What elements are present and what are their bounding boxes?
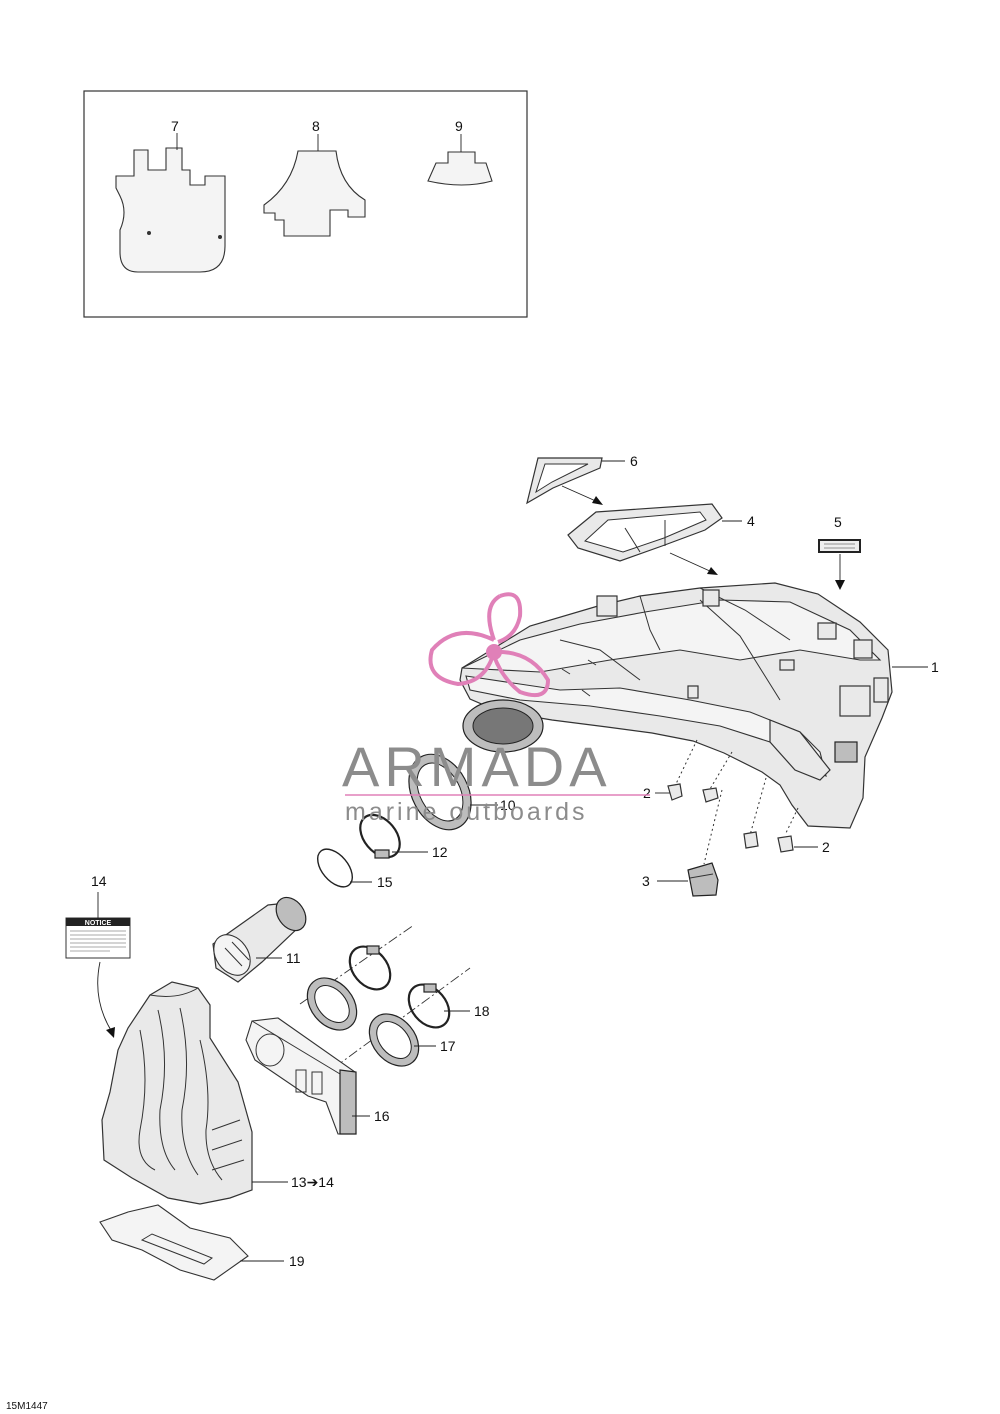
callout-11: 11 (286, 950, 301, 966)
callout-12: 12 (432, 844, 448, 860)
part-3-cap (657, 862, 719, 897)
callout-3: 3 (642, 873, 650, 889)
part-10-seal (408, 753, 498, 831)
callout-19: 19 (289, 1253, 305, 1269)
callout-9: 9 (455, 118, 463, 134)
callout-4: 4 (747, 513, 755, 529)
notice-label-title: NOTICE (85, 920, 112, 927)
callout-16: 16 (374, 1108, 390, 1124)
callout-10: 10 (500, 797, 516, 813)
callout-5: 5 (834, 514, 842, 530)
part-7-pad (115, 133, 226, 273)
callout-14: 14 (91, 873, 107, 889)
watermark-logo (428, 592, 551, 697)
part-16-plate (245, 1017, 370, 1135)
figure-ref: 15M1447 (6, 1401, 48, 1412)
guide-2c (749, 777, 767, 836)
part-12-clamp (359, 813, 428, 859)
watermark-brand: ARMADA (342, 735, 612, 798)
arrow-6-to-4 (561, 485, 603, 505)
part-19-pad (99, 1204, 284, 1281)
part-2-clip (655, 783, 818, 853)
part-18-clamp (348, 945, 470, 1029)
inset-box (83, 90, 528, 318)
callout-1: 1 (931, 659, 939, 675)
part-4-cover (567, 503, 742, 562)
part-17-boot (306, 977, 436, 1067)
part-9-pad (427, 134, 493, 186)
part-1-airbox (459, 582, 928, 829)
part-6-frame (526, 457, 625, 505)
watermark-tagline: marine outboards (345, 798, 588, 826)
part-13-housing (101, 981, 288, 1205)
part-14-notice-label: NOTICE (65, 892, 131, 1038)
callout-18: 18 (474, 1003, 490, 1019)
callout-2a: 2 (643, 785, 651, 801)
callout-2b: 2 (822, 839, 830, 855)
part-15-oring (317, 848, 372, 888)
part-11-duct (212, 896, 307, 983)
guide-2b (709, 751, 733, 790)
callout-7: 7 (171, 118, 179, 134)
arrow-4-to-1 (669, 552, 718, 575)
part-8-pad (263, 134, 366, 237)
callout-13: 13➔14 (291, 1174, 334, 1190)
watermark: ARMADA marine outboards (342, 592, 650, 826)
callout-6: 6 (630, 453, 638, 469)
guide-2a (674, 739, 698, 787)
callout-15: 15 (377, 874, 393, 890)
callout-8: 8 (312, 118, 320, 134)
part-5-label (818, 539, 861, 590)
callout-17: 17 (440, 1038, 456, 1054)
guide-2d (784, 807, 799, 836)
